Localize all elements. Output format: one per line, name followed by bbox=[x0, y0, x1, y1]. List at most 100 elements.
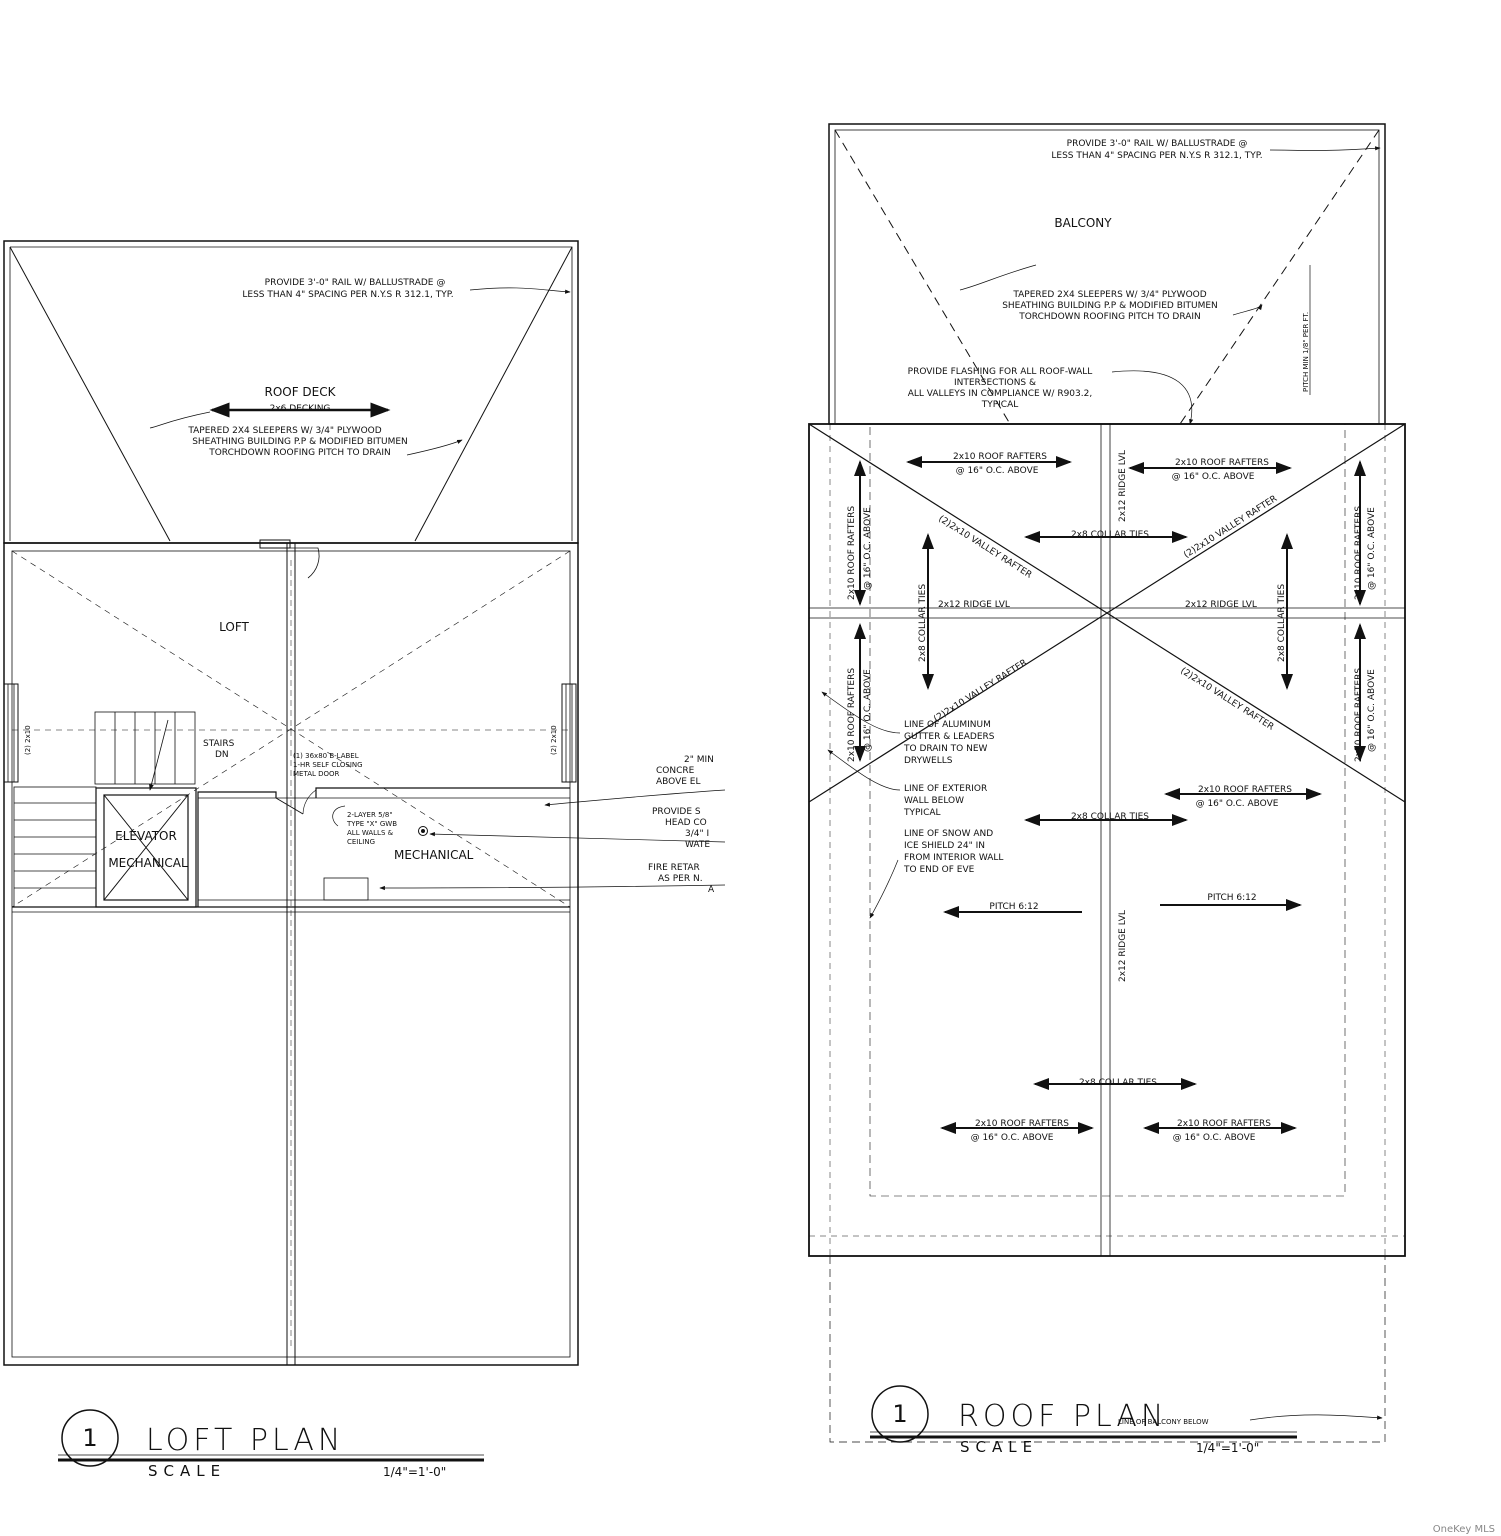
right-note-c-line3: A bbox=[708, 885, 715, 895]
roof-sleepers-line3: TORCHDOWN ROOFING PITCH TO DRAIN bbox=[1018, 312, 1201, 322]
rafters-vert-1a: 2x10 ROOF RAFTERS bbox=[847, 506, 857, 600]
gwb-note-line2: TYPE "X" GWB bbox=[346, 820, 397, 828]
rafters-vert-1b: @ 16" O.C. ABOVE bbox=[863, 507, 873, 590]
roof-scale-value: 1/4"=1'-0" bbox=[1196, 1441, 1259, 1455]
balcony-label: BALCONY bbox=[1054, 216, 1112, 230]
right-note-c-line2: AS PER N. bbox=[658, 874, 703, 884]
rafters-vert-2b: @ 16" O.C. ABOVE bbox=[863, 669, 873, 752]
snow-note-line4: TO END OF EVE bbox=[903, 865, 975, 875]
valley-label-nw: (2)2x10 VALLEY RAFTER bbox=[936, 514, 1033, 581]
rafters-vert-2a: 2x10 ROOF RAFTERS bbox=[847, 668, 857, 762]
stairs bbox=[13, 711, 196, 908]
collar-label-vert-1: 2x8 COLLAR TIES bbox=[918, 584, 928, 662]
roof-plan-number: 1 bbox=[892, 1400, 907, 1428]
snow-note-line1: LINE OF SNOW AND bbox=[904, 829, 993, 839]
right-note-b-line1: PROVIDE S bbox=[652, 807, 701, 817]
collar-label-1: 2x8 COLLAR TIES bbox=[1071, 530, 1149, 540]
mechanical-label: MECHANICAL bbox=[394, 848, 474, 862]
elevator-label: ELEVATOR bbox=[115, 829, 177, 843]
sleepers-note-line2: SHEATHING BUILDING P.P & MODIFIED BITUME… bbox=[192, 437, 408, 447]
roof-deck-label: ROOF DECK bbox=[264, 385, 336, 399]
rafters-label-1b: @ 16" O.C. ABOVE bbox=[956, 466, 1039, 476]
roof-plan-title: ROOF PLAN bbox=[958, 1399, 1167, 1434]
rafters-label-3b: @ 16" O.C. ABOVE bbox=[1196, 799, 1279, 809]
door-note-line1: (1) 36x80 B-LABEL bbox=[293, 752, 359, 760]
rafters-label-5a: 2x10 ROOF RAFTERS bbox=[1177, 1119, 1271, 1129]
loft-plan-text: PROVIDE 3'-0" RAIL W/ BALLUSTRADE @ LESS… bbox=[24, 278, 715, 1480]
ridge-label-left: 2x12 RIDGE LVL bbox=[938, 600, 1010, 610]
loft-floor-outline bbox=[3, 542, 579, 1366]
roof-sleepers-line2: SHEATHING BUILDING P.P & MODIFIED BITUME… bbox=[1002, 301, 1218, 311]
loft-label: LOFT bbox=[219, 620, 249, 634]
gwb-note-line3: ALL WALLS & bbox=[347, 829, 394, 837]
roof-plan bbox=[808, 123, 1406, 1443]
gutter-note-line1: LINE OF ALUMINUM bbox=[904, 720, 991, 730]
right-note-b-line2: HEAD CO bbox=[665, 818, 707, 828]
gutter-note-line3: TO DRAIN TO NEW bbox=[903, 744, 988, 754]
flashing-note-line3: ALL VALLEYS IN COMPLIANCE W/ R903.2, bbox=[908, 389, 1092, 399]
ext-wall-note-line1: LINE OF EXTERIOR bbox=[904, 784, 987, 794]
elevator-box bbox=[95, 787, 197, 908]
snow-note-line3: FROM INTERIOR WALL bbox=[904, 853, 1003, 863]
collar-label-vert-2: 2x8 COLLAR TIES bbox=[1277, 584, 1287, 662]
ridge-label-bottom: 2x12 RIDGE LVL bbox=[1118, 910, 1128, 982]
elevator-mechanical-label: MECHANICAL bbox=[108, 856, 188, 870]
door-note-line3: METAL DOOR bbox=[293, 770, 340, 778]
rafters-vert-4b: @ 16" O.C. ABOVE bbox=[1367, 669, 1377, 752]
ext-wall-note-line3: TYPICAL bbox=[903, 808, 941, 818]
collar-label-2: 2x8 COLLAR TIES bbox=[1071, 812, 1149, 822]
right-note-c-line1: FIRE RETAR bbox=[648, 863, 700, 873]
sleepers-note-line1: TAPERED 2X4 SLEEPERS W/ 3/4" PLYWOOD bbox=[187, 426, 381, 436]
gutter-note-line2: GUTTER & LEADERS bbox=[904, 732, 995, 742]
collar-label-3: 2x8 COLLAR TIES bbox=[1079, 1078, 1157, 1088]
watermark: OneKey MLS bbox=[1433, 1524, 1495, 1535]
rafters-label-2b: @ 16" O.C. ABOVE bbox=[1172, 472, 1255, 482]
rafters-vert-3b: @ 16" O.C. ABOVE bbox=[1367, 507, 1377, 590]
rafters-label-4b: @ 16" O.C. ABOVE bbox=[971, 1133, 1054, 1143]
rafters-label-1a: 2x10 ROOF RAFTERS bbox=[953, 452, 1047, 462]
pitch-label-right: PITCH 6:12 bbox=[1207, 893, 1256, 903]
snow-note-line2: ICE SHIELD 24" IN bbox=[904, 841, 985, 851]
roof-rail-note-line2: LESS THAN 4" SPACING PER N.Y.S R 312.1, … bbox=[1051, 151, 1262, 161]
rafter-arrows bbox=[854, 456, 1366, 1134]
loft-plan-title: LOFT PLAN bbox=[146, 1423, 344, 1458]
gwb-note-line1: 2-LAYER 5/8" bbox=[347, 811, 393, 819]
decking-label: 2x6 DECKING bbox=[270, 404, 331, 414]
pitch-min-label: PITCH MIN 1/8" PER FT. bbox=[1302, 312, 1310, 392]
rafters-vert-3a: 2x10 ROOF RAFTERS bbox=[1354, 506, 1364, 600]
roof-scale-label: SCALE bbox=[960, 1438, 1038, 1456]
roof-plan-text: PROVIDE 3'-0" RAIL W/ BALLUSTRADE @ LESS… bbox=[847, 139, 1377, 1456]
stairs-label: STAIRS bbox=[203, 739, 235, 749]
ridge-label-right: 2x12 RIDGE LVL bbox=[1185, 600, 1257, 610]
valley-label-sw: (2)2x10 VALLEY RAFTER bbox=[932, 658, 1029, 725]
right-note-a-line3: ABOVE EL bbox=[656, 777, 701, 787]
gwb-note-line4: CEILING bbox=[347, 838, 375, 846]
rafters-label-4a: 2x10 ROOF RAFTERS bbox=[975, 1119, 1069, 1129]
pitch-label-left: PITCH 6:12 bbox=[989, 902, 1038, 912]
right-note-b-line3: 3/4" I bbox=[685, 829, 709, 839]
rail-note-line1: PROVIDE 3'-0" RAIL W/ BALLUSTRADE @ bbox=[265, 278, 446, 288]
loft-scale-label: SCALE bbox=[148, 1462, 226, 1480]
ext-wall-note-line2: WALL BELOW bbox=[904, 796, 964, 806]
ridge-label-top: 2x12 RIDGE LVL bbox=[1118, 450, 1128, 522]
sleepers-note-line3: TORCHDOWN ROOFING PITCH TO DRAIN bbox=[208, 448, 391, 458]
door-note-line2: 1-HR SELF CLOSING bbox=[293, 761, 363, 769]
rafters-label-5b: @ 16" O.C. ABOVE bbox=[1173, 1133, 1256, 1143]
loft-scale-value: 1/4"=1'-0" bbox=[383, 1465, 446, 1479]
right-note-a-line1: 2" MIN bbox=[684, 755, 714, 765]
rafters-label-2a: 2x10 ROOF RAFTERS bbox=[1175, 458, 1269, 468]
roof-outline bbox=[808, 423, 1406, 1257]
rafters-vert-4a: 2x10 ROOF RAFTERS bbox=[1354, 668, 1364, 762]
header-right-label: (2) 2x10 bbox=[550, 725, 558, 755]
roof-rail-note-line1: PROVIDE 3'-0" RAIL W/ BALLUSTRADE @ bbox=[1067, 139, 1248, 149]
roof-sleepers-line1: TAPERED 2X4 SLEEPERS W/ 3/4" PLYWOOD bbox=[1012, 290, 1206, 300]
rafters-label-3a: 2x10 ROOF RAFTERS bbox=[1198, 785, 1292, 795]
rail-note-line2: LESS THAN 4" SPACING PER N.Y.S R 312.1, … bbox=[242, 290, 453, 300]
flashing-note-line1: PROVIDE FLASHING FOR ALL ROOF-WALL bbox=[908, 367, 1093, 377]
loft-plan-number: 1 bbox=[82, 1424, 97, 1452]
flashing-note-line2: INTERSECTIONS & bbox=[954, 378, 1036, 388]
flashing-note-line4: TYPICAL bbox=[981, 400, 1019, 410]
loft-plan bbox=[3, 240, 726, 1467]
valley-label-ne: (2)2x10 VALLEY RAFTER bbox=[1182, 494, 1279, 561]
